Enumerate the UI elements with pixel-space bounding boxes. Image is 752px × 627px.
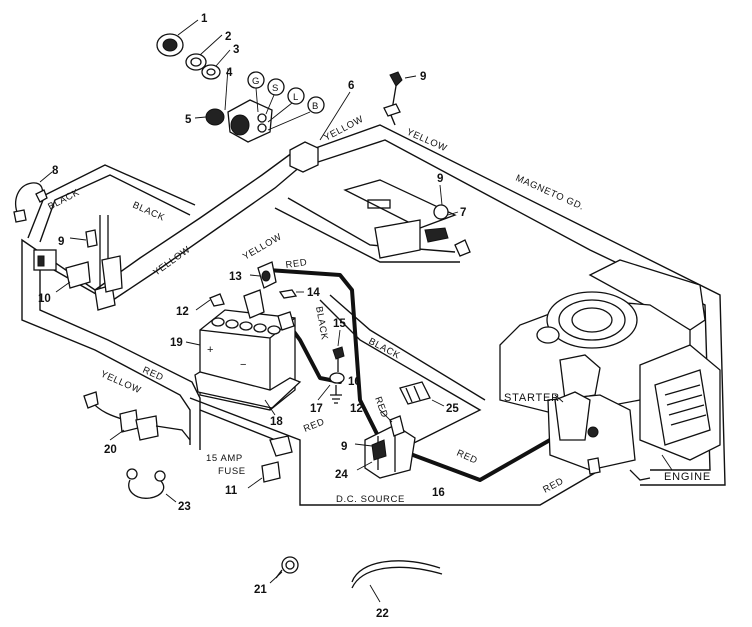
terminal-l-label: L bbox=[293, 92, 299, 103]
callout-10: 10 bbox=[38, 293, 51, 305]
ground-bolt bbox=[317, 329, 345, 404]
label-red-starter: RED bbox=[455, 448, 479, 467]
callout-9-magneto: 9 bbox=[420, 71, 426, 83]
callout-7: 7 bbox=[460, 207, 466, 219]
callout-11: 11 bbox=[225, 485, 238, 497]
callout-16-lower: 16 bbox=[432, 487, 445, 499]
terminal-g-label: G bbox=[252, 76, 260, 87]
battery-terminals bbox=[195, 261, 304, 331]
callout-16-upper: 16 bbox=[348, 376, 361, 388]
callout-13: 13 bbox=[229, 271, 242, 283]
harness-connector-20 bbox=[83, 391, 191, 441]
switch-lock-washer bbox=[185, 53, 207, 71]
engine bbox=[499, 259, 721, 481]
battery: + − bbox=[185, 309, 302, 416]
callout-23: 23 bbox=[178, 501, 191, 513]
connector-plug bbox=[399, 381, 445, 407]
callout-numbers: 1 2 3 4 5 6 9 8 9 7 9 10 13 14 12 15 19 … bbox=[38, 13, 466, 620]
label-yellow-upper: YELLOW bbox=[241, 231, 284, 262]
terminal-b-label: B bbox=[312, 101, 319, 112]
wire-clamp-21 bbox=[269, 556, 299, 584]
callout-14: 14 bbox=[307, 287, 320, 299]
label-red-battery: RED bbox=[285, 257, 308, 271]
callout-12-battery: 12 bbox=[176, 306, 189, 318]
label-fuse-amp: 15 AMP bbox=[206, 453, 243, 464]
terminal-l-marker bbox=[287, 87, 305, 105]
harness-plug bbox=[13, 171, 53, 223]
callout-1: 1 bbox=[201, 13, 208, 25]
battery-negative-sign: − bbox=[240, 359, 247, 371]
label-yellow-lower: YELLOW bbox=[99, 369, 143, 397]
label-dc-source: D.C. SOURCE bbox=[336, 494, 405, 505]
callout-12-solenoid: 12 bbox=[350, 403, 363, 415]
label-yellow-harness: YELLOW bbox=[151, 244, 192, 278]
switch-key-knob bbox=[205, 108, 225, 126]
label-yellow-switch: YELLOW bbox=[322, 114, 365, 144]
battery-positive-sign: + bbox=[207, 344, 214, 356]
callout-9-bracket: 9 bbox=[437, 173, 443, 185]
magneto-terminal bbox=[383, 71, 417, 117]
label-red-solenoid: RED bbox=[372, 395, 390, 419]
callout-20: 20 bbox=[104, 444, 117, 456]
switch-washer bbox=[201, 64, 221, 80]
label-black-harness: BLACK bbox=[131, 200, 167, 224]
switch-connector bbox=[289, 141, 319, 173]
ignition-switch-assembly: G S L B bbox=[156, 19, 351, 173]
terminal-s-label: S bbox=[272, 83, 279, 94]
fuse-holder bbox=[247, 435, 293, 489]
ground-wire-23 bbox=[126, 468, 177, 503]
terminal-b-marker bbox=[307, 96, 325, 114]
callout-19: 19 bbox=[170, 337, 183, 349]
callout-5: 5 bbox=[185, 114, 192, 126]
callout-8: 8 bbox=[52, 165, 59, 177]
callout-4: 4 bbox=[226, 67, 233, 79]
callout-21: 21 bbox=[254, 584, 267, 596]
label-fuse: FUSE bbox=[218, 466, 246, 477]
starter-solenoid bbox=[354, 409, 416, 479]
callout-15: 15 bbox=[333, 318, 346, 330]
callout-2: 2 bbox=[225, 31, 231, 43]
callout-24: 24 bbox=[335, 469, 348, 481]
callout-25: 25 bbox=[446, 403, 459, 415]
callout-18: 18 bbox=[270, 416, 283, 428]
callout-3: 3 bbox=[233, 44, 239, 56]
callout-9-solenoid: 9 bbox=[341, 441, 347, 453]
bracket-assembly bbox=[343, 179, 471, 259]
label-black-battery: BLACK bbox=[313, 306, 330, 342]
terminal-s-marker bbox=[267, 78, 285, 96]
label-magneto-gd: MAGNETO GD. bbox=[514, 173, 586, 213]
label-black-plug: BLACK bbox=[46, 187, 81, 213]
label-engine: ENGINE bbox=[664, 471, 711, 483]
callout-9-switch: 9 bbox=[58, 236, 64, 248]
tie-strap-22 bbox=[351, 560, 443, 603]
callout-17: 17 bbox=[310, 403, 323, 415]
label-black-lead: BLACK bbox=[367, 336, 402, 362]
terminal-g-marker bbox=[247, 71, 265, 89]
label-starter: STARTER bbox=[504, 392, 560, 404]
callout-22: 22 bbox=[376, 608, 389, 620]
callout-6: 6 bbox=[348, 80, 354, 92]
label-red-lower: RED bbox=[302, 416, 326, 434]
seat-switch-assembly bbox=[33, 215, 123, 311]
